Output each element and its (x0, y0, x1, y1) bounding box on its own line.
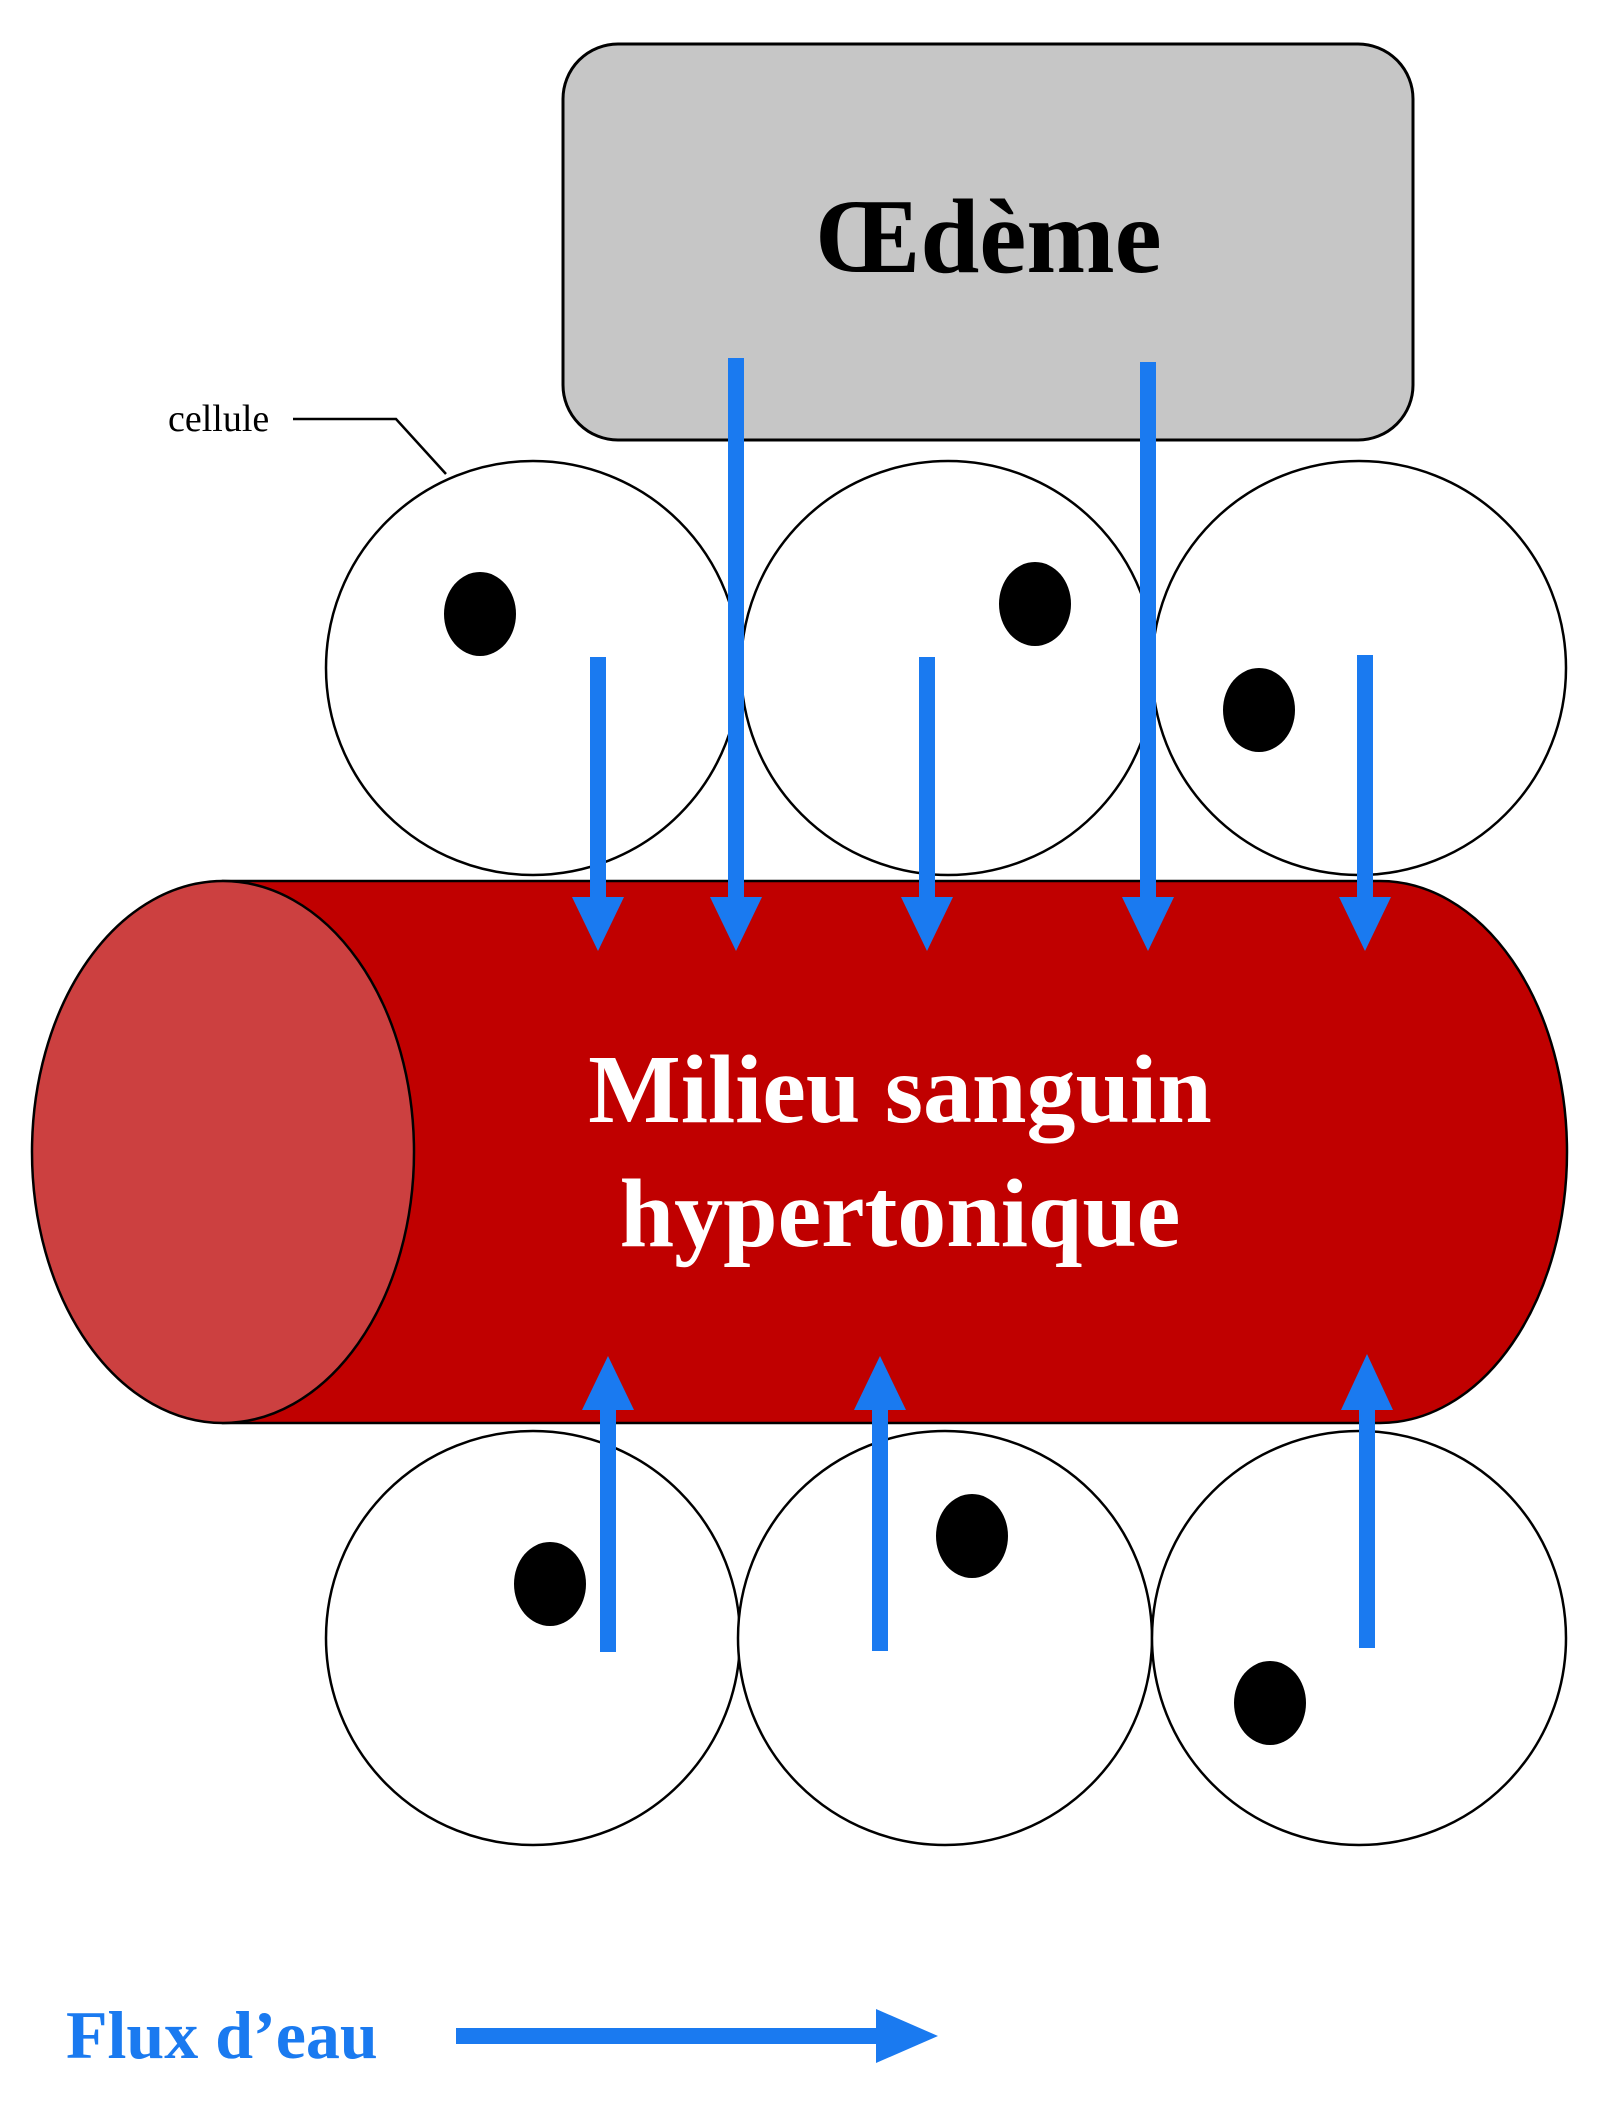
oedeme-box-shape (561, 42, 1415, 442)
cell-callout: cellule (168, 398, 447, 475)
cell-leader-line (293, 417, 447, 475)
vessel-label-line-2: hypertonique (620, 1160, 1181, 1268)
oedeme-box: Œdème (561, 42, 1415, 442)
arrow-icon (1122, 362, 1174, 951)
nucleus-icon (1223, 668, 1295, 752)
arrow-icon (456, 2009, 938, 2063)
cell-label: cellule (168, 398, 269, 440)
legend-label: Flux d’eau (66, 1997, 378, 2073)
arrow-icon (710, 358, 762, 951)
blood-vessel: Milieu sanguin hypertonique (30, 879, 1569, 1425)
arrow-icon (901, 657, 953, 951)
arrow-icon (1339, 655, 1391, 951)
legend: Flux d’eau (66, 1997, 938, 2073)
cell (736, 1429, 1154, 1847)
cell (324, 459, 742, 877)
cells-top-row (324, 459, 1568, 877)
nucleus-icon (514, 1542, 586, 1626)
cells-bottom-row (324, 1429, 1568, 1847)
oedeme-label: Œdème (814, 178, 1161, 295)
vessel-end (30, 879, 416, 1425)
arrow-icon (854, 1356, 906, 1651)
arrow-icon (582, 1356, 634, 1652)
vessel-label-line-1: Milieu sanguin (588, 1036, 1212, 1144)
nucleus-icon (1234, 1661, 1306, 1745)
nucleus-icon (999, 562, 1071, 646)
flow-arrows-down (572, 358, 1391, 951)
cell (324, 1429, 742, 1847)
arrow-icon (572, 657, 624, 951)
nucleus-icon (444, 572, 516, 656)
vessel-body (221, 879, 1569, 1425)
flow-arrows-up (582, 1354, 1393, 1652)
nucleus-icon (936, 1494, 1008, 1578)
cell (739, 459, 1157, 877)
arrow-icon (1341, 1354, 1393, 1648)
